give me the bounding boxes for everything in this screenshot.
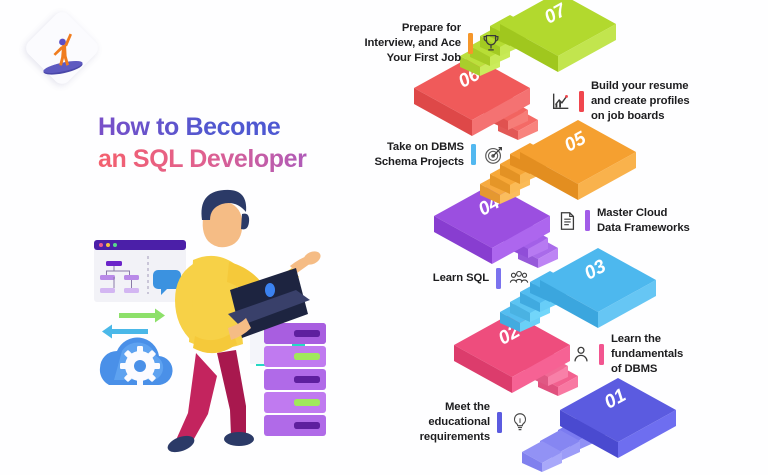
step-accent-06 — [579, 90, 584, 112]
chart-growth-icon — [552, 94, 569, 110]
page-title: How to Become an SQL Developer — [98, 112, 348, 176]
title-line-1: How to Become — [98, 112, 348, 144]
step-block-04[interactable]: 04 — [434, 184, 550, 264]
step-label-05[interactable]: Take on DBMS Schema Projects — [370, 140, 505, 170]
step-label-04-text: Master Cloud Data Frameworks — [597, 207, 690, 234]
server-stack-icon — [264, 323, 326, 436]
cloud-gear-icon — [99, 337, 173, 386]
developer-figure — [167, 189, 321, 453]
step-label-02-text: Learn the fundamentals of DBMS — [611, 333, 684, 375]
step-block-01[interactable]: 01 — [560, 378, 676, 458]
exchange-arrows-icon — [102, 308, 165, 339]
step-label-05-text: Take on DBMS Schema Projects — [374, 141, 464, 168]
browser-window-schema-icon — [94, 240, 186, 302]
step-block-05[interactable]: 05 — [520, 120, 636, 200]
step-label-04[interactable]: Master Cloud Data Frameworks — [556, 206, 761, 236]
step-label-07-text: Prepare for Interview, and Ace Your Firs… — [364, 22, 461, 64]
step-accent-04 — [585, 210, 590, 232]
trophy-icon — [483, 35, 499, 51]
step-accent-02 — [599, 343, 604, 365]
step-label-01-text: Meet the educational requirements — [419, 401, 490, 443]
step-accent-07 — [468, 32, 473, 54]
step-label-06-text: Build your resume and create profiles on… — [591, 80, 690, 122]
lightbulb-icon — [513, 413, 527, 431]
title-line-2: an SQL Developer — [98, 144, 348, 176]
brand-logo[interactable] — [22, 8, 102, 94]
step-accent-03 — [496, 267, 501, 289]
stair-05-to-04 — [480, 143, 550, 204]
step-label-02[interactable]: Learn the fundamentals of DBMS — [570, 332, 765, 377]
step-label-01[interactable]: Meet the educational requirements — [386, 400, 531, 445]
step-block-03[interactable]: 03 — [540, 248, 656, 328]
step-accent-01 — [497, 411, 502, 433]
step-label-06[interactable]: Build your resume and create profiles on… — [550, 79, 765, 124]
person-icon — [574, 347, 588, 362]
people-group-icon — [509, 270, 529, 283]
step-block-07[interactable]: 07 — [500, 0, 616, 72]
step-label-03-text: Learn SQL — [432, 271, 489, 284]
target-dart-icon — [485, 146, 502, 164]
roadmap-blocks: 01 02 03 — [414, 0, 676, 472]
diamond-surfer-logo-icon — [43, 33, 83, 75]
step-label-03[interactable]: Learn SQL — [400, 267, 530, 289]
sql-developer-illustration — [94, 189, 326, 453]
step-block-02[interactable]: 02 — [454, 313, 570, 393]
document-icon — [560, 212, 575, 230]
step-label-07[interactable]: Prepare for Interview, and Ace Your Firs… — [352, 21, 502, 66]
step-accent-05 — [471, 144, 476, 166]
